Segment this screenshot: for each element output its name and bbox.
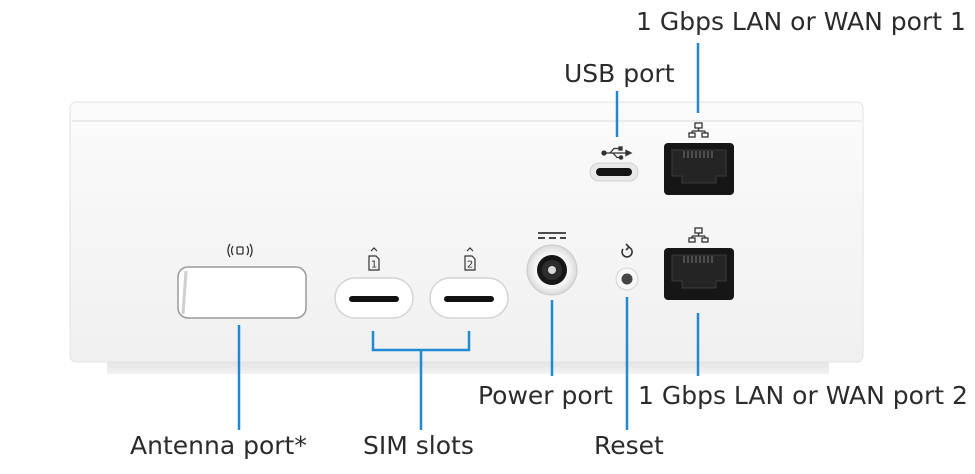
label-antenna-port: Antenna port* — [130, 431, 307, 460]
sim-1-number: 1 — [371, 260, 377, 271]
reset-icon — [621, 243, 633, 258]
label-lan-wan-port-2: 1 Gbps LAN or WAN port 2 — [638, 381, 968, 410]
sim-slot-2 — [429, 277, 509, 319]
sim-1-icon: 1 — [368, 247, 380, 271]
label-power-port: Power port — [478, 381, 613, 410]
antenna-port — [177, 266, 307, 319]
antenna-icon — [227, 243, 253, 258]
sim-2-number: 2 — [467, 260, 473, 271]
network-icon-1 — [688, 122, 709, 138]
usb-icon — [601, 146, 633, 160]
router-body — [69, 101, 864, 374]
usb-port — [589, 162, 639, 182]
label-lan-wan-port-1: 1 Gbps LAN or WAN port 1 — [636, 7, 966, 36]
ethernet-port-1 — [664, 143, 734, 195]
network-icon-2 — [688, 227, 709, 243]
sim-slot-1 — [334, 277, 414, 319]
label-sim-slots: SIM slots — [363, 431, 474, 460]
callout-bracket-sim — [371, 331, 471, 430]
dc-power-icon — [538, 232, 566, 239]
label-usb-port: USB port — [564, 59, 675, 88]
ethernet-port-2 — [664, 248, 734, 300]
sim-2-icon: 2 — [464, 247, 476, 271]
reset-button — [615, 267, 639, 291]
power-port — [526, 244, 578, 296]
label-reset: Reset — [594, 431, 664, 460]
